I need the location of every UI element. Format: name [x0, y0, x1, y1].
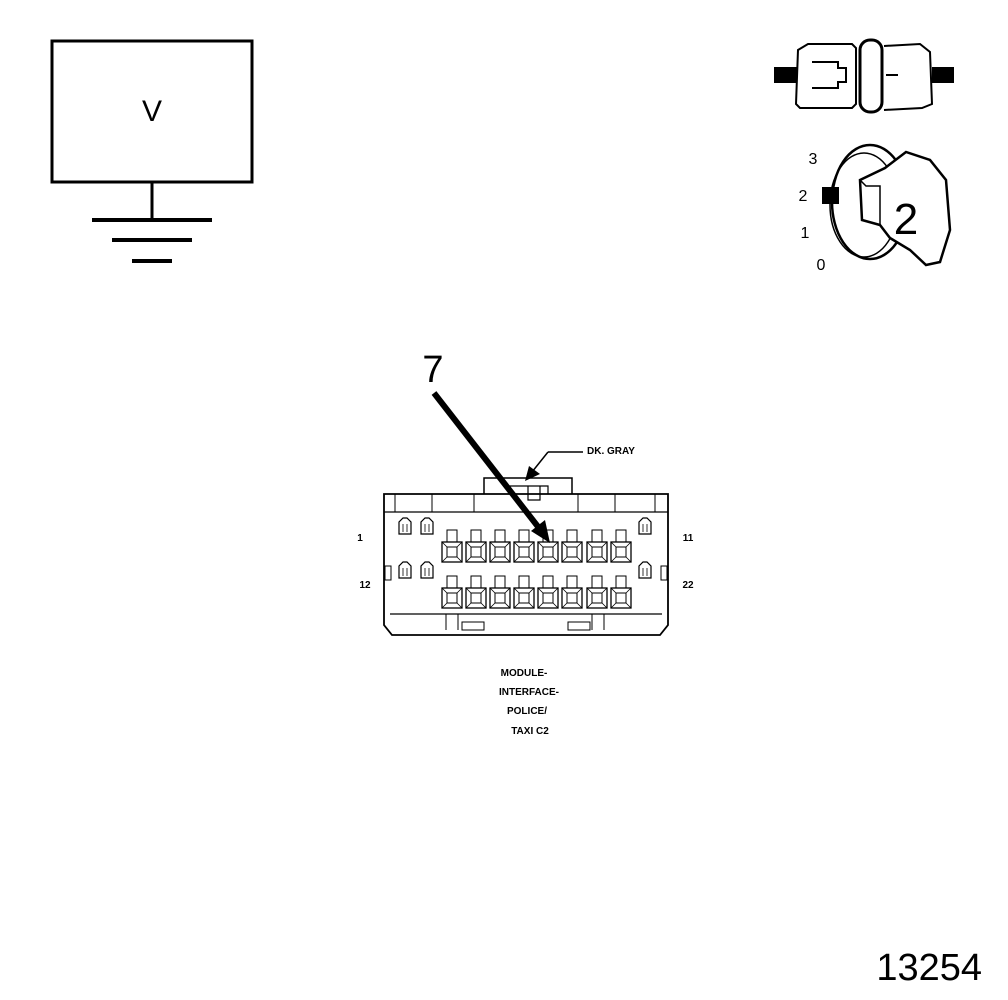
figure-number: 13254	[876, 947, 982, 989]
position-label-2: 2	[799, 188, 808, 205]
position-marker	[822, 187, 839, 204]
pin-label-22: 22	[682, 580, 694, 591]
pin-cavity-small	[420, 561, 434, 579]
voltmeter-symbol: V	[50, 39, 254, 263]
ignition-key-icon: 2	[822, 143, 952, 267]
connector-name-line-3: POLICE/	[507, 706, 547, 717]
position-label-0: 0	[817, 257, 826, 274]
voltmeter-label: V	[142, 95, 162, 128]
pin-cavity-small	[638, 517, 652, 535]
connector-face	[383, 477, 669, 636]
pin-cavities	[398, 517, 652, 609]
pin-label-11: 11	[683, 533, 694, 544]
pointer-pin-number: 7	[422, 349, 443, 391]
position-label-3: 3	[809, 151, 818, 168]
pin-label-1: 1	[357, 533, 363, 544]
pin-pointer-arrow	[431, 391, 550, 543]
pin-cavity-small	[638, 561, 652, 579]
position-label-1: 1	[801, 225, 810, 242]
connector-name-line-2: INTERFACE-	[499, 687, 559, 698]
current-position-label: 2	[894, 195, 918, 244]
connector-name-line-4: TAXI C2	[511, 726, 549, 737]
ground-icon	[92, 218, 212, 263]
connector-disconnect-icon	[774, 38, 954, 114]
pin-cavity-small	[398, 561, 412, 579]
connector-name-line-1: MODULE-	[501, 668, 548, 679]
color-callout	[525, 451, 583, 481]
pin-cavity-small	[398, 517, 412, 535]
pin-cavity-small	[420, 517, 434, 535]
pin-label-12: 12	[359, 580, 371, 591]
connector-color-label: DK. GRAY	[587, 446, 635, 457]
